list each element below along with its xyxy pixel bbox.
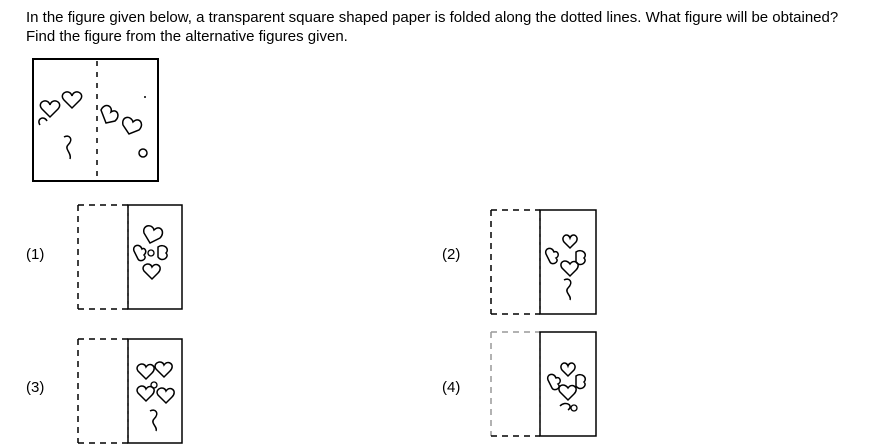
option-2-illustration	[490, 209, 597, 315]
option-4-illustration	[490, 331, 597, 437]
question-text: In the figure given below, a transparent…	[26, 9, 839, 45]
option-1-label[interactable]: (1)	[26, 246, 45, 263]
option-2-label[interactable]: (2)	[442, 246, 461, 263]
option-4-figure[interactable]	[488, 330, 600, 440]
folded-paper-illustration	[32, 58, 159, 182]
option-1-illustration	[77, 204, 183, 310]
option-1-figure[interactable]	[76, 203, 186, 313]
option-3-illustration	[77, 338, 183, 444]
question-figure	[28, 55, 163, 185]
option-3-figure[interactable]	[76, 337, 188, 447]
option-4-label[interactable]: (4)	[442, 379, 461, 396]
option-2-figure[interactable]	[488, 208, 600, 318]
option-3-label[interactable]: (3)	[26, 379, 45, 396]
